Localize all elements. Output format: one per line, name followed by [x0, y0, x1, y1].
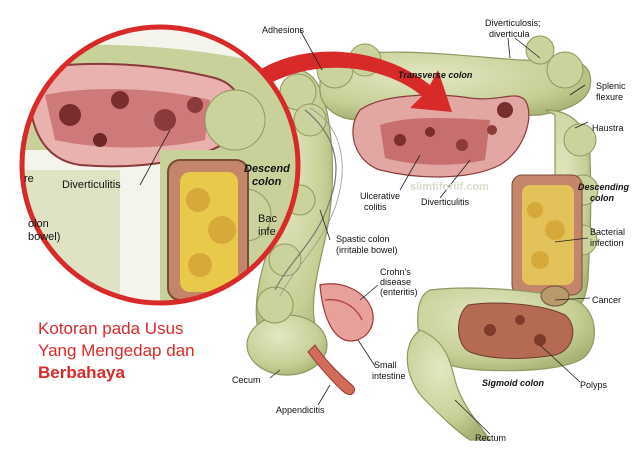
label-haustra: Haustra — [592, 123, 624, 133]
label-transverse-colon: Transverse colon — [398, 70, 473, 80]
label-crohns: Crohn's — [380, 267, 411, 277]
label-rectum: Rectum — [475, 433, 506, 443]
label-colitis: colitis — [364, 202, 387, 212]
leader-lines — [269, 29, 591, 435]
caption-line-2: Yang Mengedap dan — [38, 341, 195, 360]
label-adhesions: Adhesions — [262, 25, 305, 35]
zoom-label-diverticulitis: Diverticulitis — [62, 179, 121, 191]
label-flexure: flexure — [596, 92, 623, 102]
label-irritable: (irritable bowel) — [336, 245, 398, 255]
zoom-label-descend: Descend — [244, 163, 290, 175]
labels: Adhesions Diverticulosis; diverticula Tr… — [232, 18, 630, 443]
label-ulcerative: Ulcerative — [360, 191, 400, 201]
highlight-arrow — [252, 51, 452, 112]
label-appendicitis: Appendicitis — [276, 405, 325, 415]
zoom-label-olon: olon — [28, 218, 49, 230]
zoom-label-bac: Bac — [258, 213, 277, 225]
label-polyps: Polyps — [580, 380, 608, 390]
label-bacterial: Bacterial — [590, 227, 625, 237]
label-cancer: Cancer — [592, 295, 621, 305]
label-diverticula: diverticula — [489, 29, 530, 39]
label-crohns-disease: disease — [380, 277, 411, 287]
zoom-label-bowel: bowel) — [28, 231, 60, 243]
label-descending-colon: colon — [590, 193, 615, 203]
zoom-label-re: re — [24, 173, 34, 185]
label-splenic: Splenic — [596, 81, 626, 91]
zoom-label-infe: infe — [258, 226, 276, 238]
caption-line-1: Kotoran pada Usus — [38, 319, 184, 338]
caption-line-3: Berbahaya — [38, 363, 125, 382]
zoom-magnifier: Diverticulitis Descend colon re Bac infe… — [19, 24, 301, 306]
label-diverticulitis: Diverticulitis — [421, 197, 470, 207]
label-sigmoid-colon: Sigmoid colon — [482, 378, 545, 388]
label-cecum: Cecum — [232, 375, 261, 385]
watermark: slimfiforlif.com — [410, 181, 489, 193]
label-enteritis: (enteritis) — [380, 287, 418, 297]
caption: Kotoran pada Usus Yang Mengedap dan Berb… — [38, 318, 258, 384]
label-intestine: intestine — [372, 371, 406, 381]
label-spastic: Spastic colon — [336, 234, 390, 244]
label-descending: Descending — [578, 182, 630, 192]
label-infection: infection — [590, 238, 624, 248]
label-small: Small — [374, 360, 397, 370]
zoom-label-colon: colon — [252, 176, 282, 188]
label-diverticulosis: Diverticulosis; — [485, 18, 541, 28]
